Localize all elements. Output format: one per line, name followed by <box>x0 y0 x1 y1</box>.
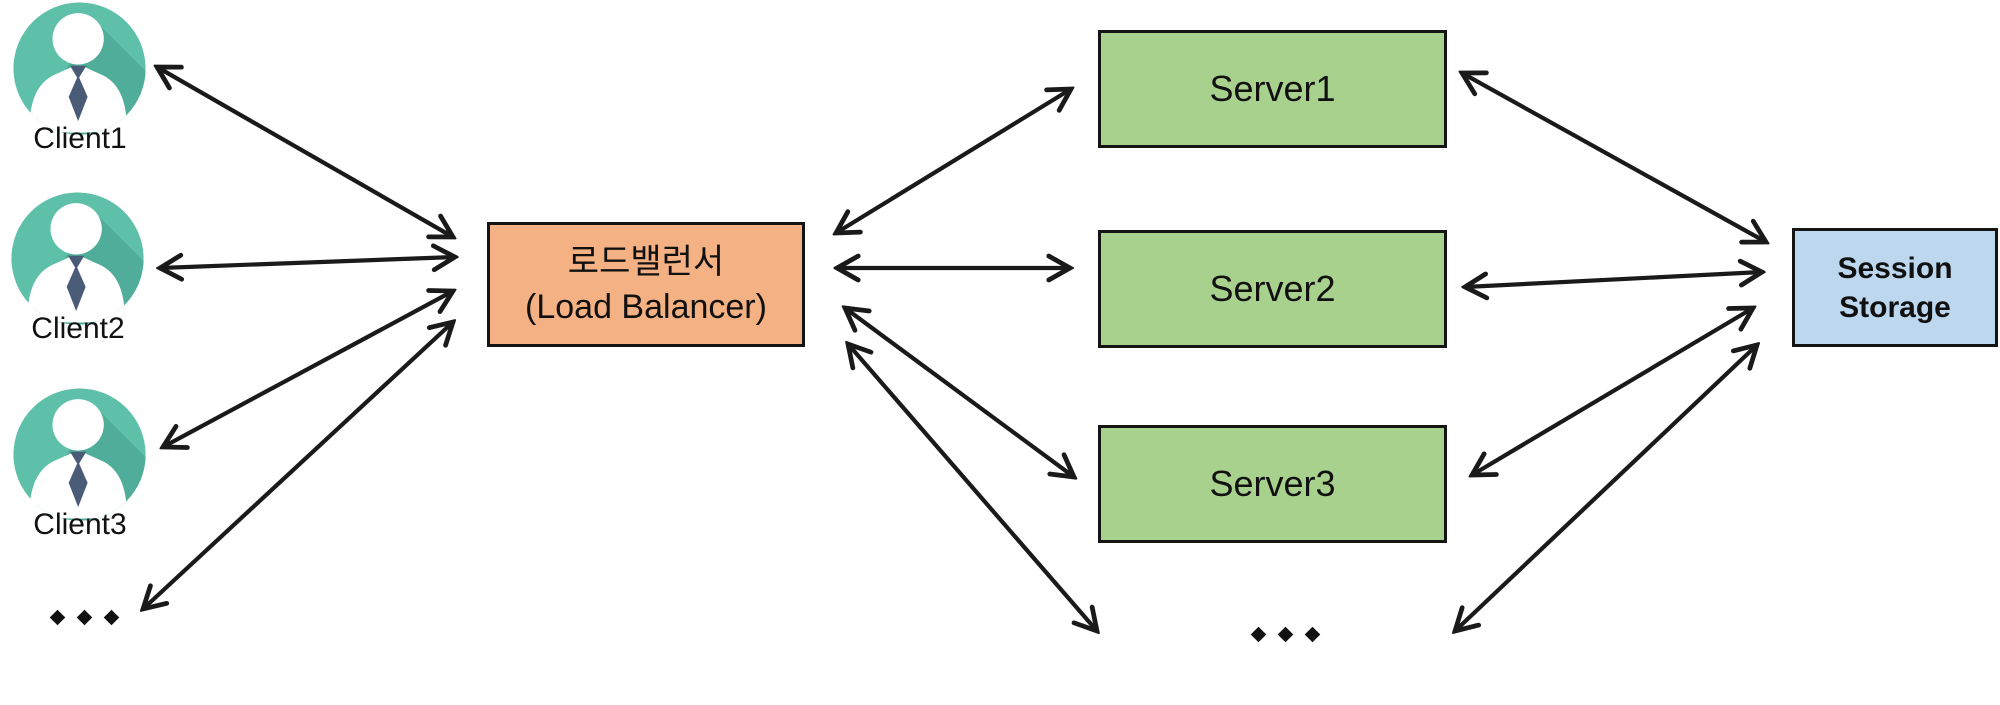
client-node-1: Client1 <box>12 1 148 155</box>
arrow-load-balancer-to-servers-ellipsis <box>848 344 1097 631</box>
clients-ellipsis <box>49 609 120 626</box>
arrow-server1-to-session-storage <box>1462 73 1766 242</box>
client-label: Client3 <box>33 508 127 541</box>
arrow-servers-ellipsis-to-session-storage <box>1455 345 1757 631</box>
client-label: Client2 <box>31 312 125 345</box>
server-label: Server2 <box>1209 268 1336 309</box>
load-balancer-label-ko: 로드밸런서 <box>567 242 725 281</box>
arrow-client1-to-load-balancer <box>157 67 453 237</box>
arrow-clients-ellipsis-to-load-balancer <box>143 322 453 609</box>
client-node-3: Client3 <box>12 387 148 541</box>
load-balancer-label-en: (Load Balancer) <box>525 287 767 326</box>
server1-box: Server1 <box>1098 30 1447 148</box>
servers-ellipsis <box>1250 626 1321 643</box>
dot <box>76 609 93 626</box>
user-avatar-icon <box>11 192 144 325</box>
dot <box>1250 626 1267 643</box>
user-avatar-icon <box>13 388 146 521</box>
session-storage-box: Session Storage <box>1792 228 1998 347</box>
user-avatar-icon <box>13 2 146 135</box>
dot <box>103 609 120 626</box>
load-balancer-box: 로드밸런서 (Load Balancer) <box>487 222 805 347</box>
arrow-client3-to-load-balancer <box>163 291 453 447</box>
dot <box>1304 626 1321 643</box>
server2-box: Server2 <box>1098 230 1447 348</box>
dot <box>1277 626 1294 643</box>
arrow-load-balancer-to-server3 <box>845 308 1074 477</box>
session-storage-label-line1: Session <box>1837 251 1953 285</box>
dot <box>49 609 66 626</box>
client-node-2: Client2 <box>10 191 146 345</box>
session-storage-label-line2: Storage <box>1839 290 1951 324</box>
arrow-load-balancer-to-server1 <box>836 89 1071 233</box>
server-label: Server1 <box>1209 68 1336 109</box>
arrow-client2-to-load-balancer <box>160 257 455 268</box>
arrow-server2-to-session-storage <box>1465 272 1762 287</box>
client-label: Client1 <box>33 122 127 155</box>
server3-box: Server3 <box>1098 425 1447 543</box>
server-label: Server3 <box>1209 463 1336 504</box>
